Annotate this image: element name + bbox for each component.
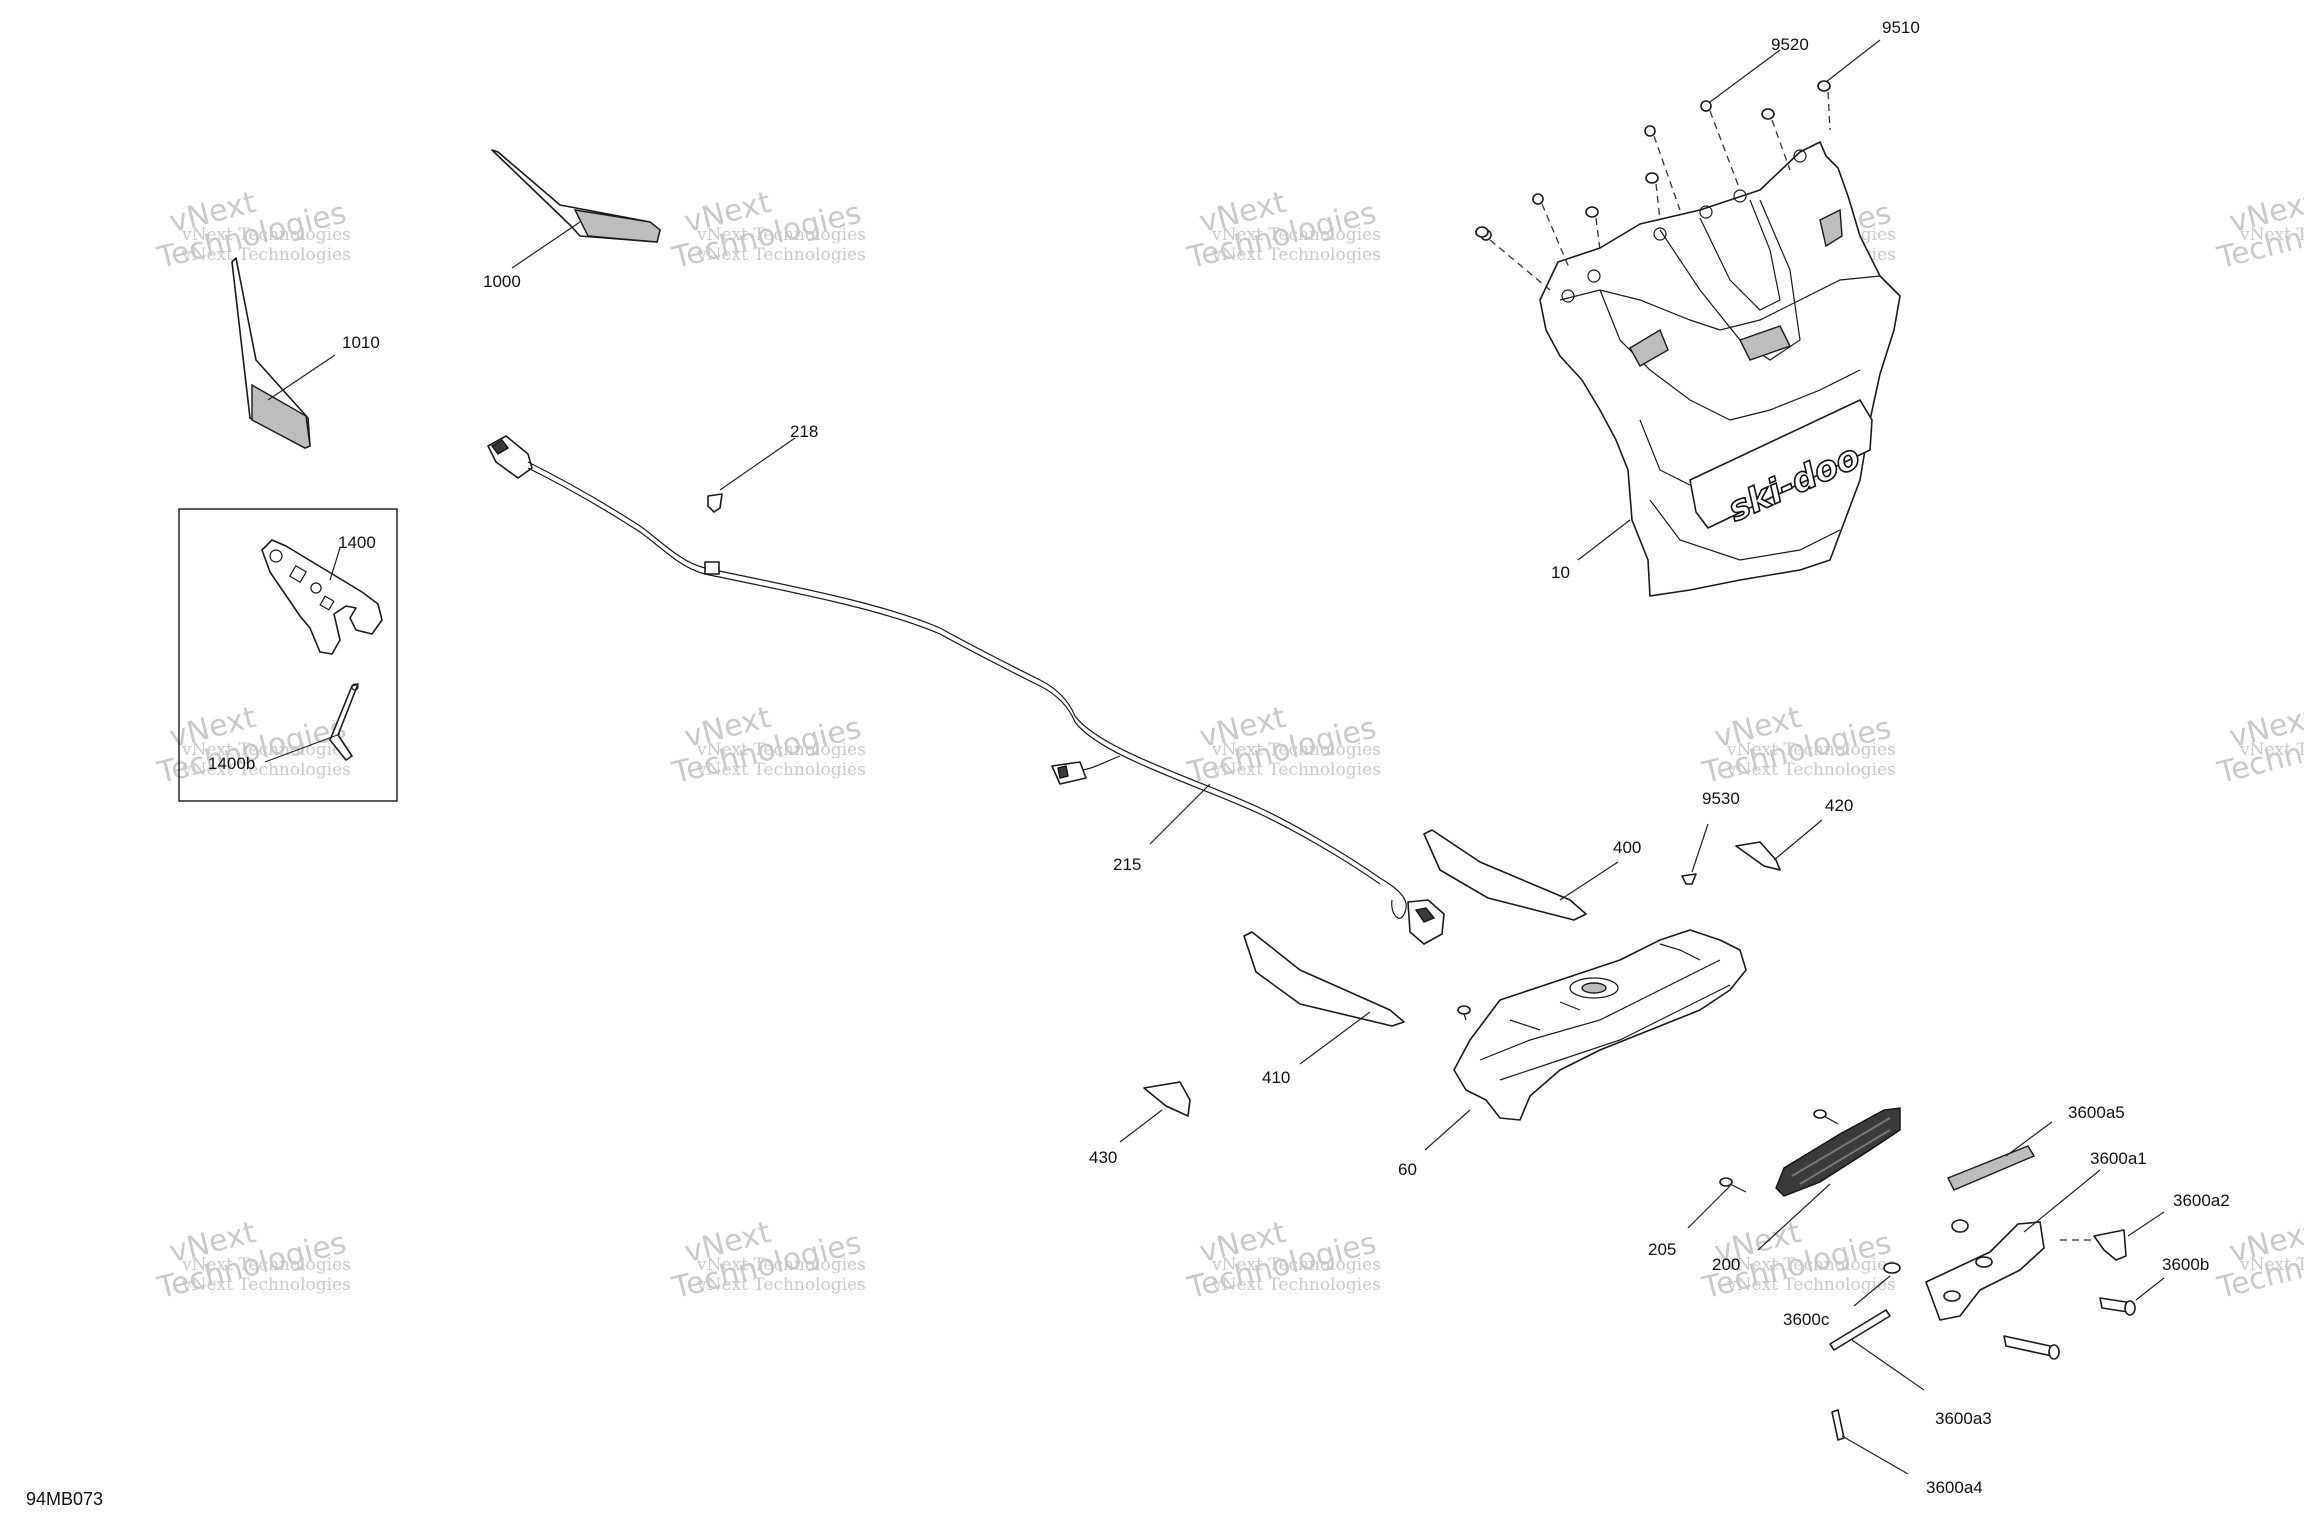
watermark-text: vNext Technologies bbox=[696, 245, 866, 265]
callout-1400b: 1400b bbox=[208, 754, 255, 773]
part-9510-washers[interactable] bbox=[1475, 39, 1881, 251]
housing-screw[interactable] bbox=[1457, 1005, 1471, 1021]
watermark-text: vNext Technologies bbox=[181, 225, 351, 245]
diagram-code: 94MB073 bbox=[26, 1489, 103, 1509]
watermark-text: vNext Technologies bbox=[1726, 740, 1896, 760]
callout-60: 60 bbox=[1398, 1160, 1417, 1179]
part-215-wiring-harness[interactable] bbox=[487, 435, 1445, 945]
part-9530-rivet[interactable] bbox=[1681, 823, 1709, 885]
watermark-text: vNext Technologies bbox=[1211, 740, 1381, 760]
watermark-text: vNext Technologies bbox=[1726, 1255, 1896, 1275]
callout-205: 205 bbox=[1648, 1240, 1676, 1259]
watermark-text: vNext Technologies bbox=[696, 760, 866, 780]
callout-3600b: 3600b bbox=[2162, 1255, 2209, 1274]
part-3600a5-reflector-strip[interactable] bbox=[1947, 1121, 2053, 1191]
watermark-text: vNext Technologies bbox=[1211, 760, 1381, 780]
callout-430: 430 bbox=[1089, 1148, 1117, 1167]
part-1010-decal[interactable] bbox=[231, 257, 336, 449]
watermark: vNext Technologies bbox=[2213, 700, 2304, 791]
callout-3600a5: 3600a5 bbox=[2068, 1103, 2125, 1122]
part-205-screws[interactable] bbox=[1687, 1109, 1839, 1229]
callout-1400: 1400 bbox=[338, 533, 376, 552]
callout-410: 410 bbox=[1262, 1068, 1290, 1087]
part-1000-decal[interactable] bbox=[491, 149, 661, 269]
part-3600c-nut[interactable] bbox=[1853, 1262, 1901, 1307]
watermark-text: vNext Technologies bbox=[2239, 1255, 2304, 1275]
callout-1010: 1010 bbox=[342, 333, 380, 352]
part-1400-wrench[interactable] bbox=[261, 539, 383, 655]
callout-218: 218 bbox=[790, 422, 818, 441]
callout-3600a3: 3600a3 bbox=[1935, 1409, 1992, 1428]
watermark: vNext Technologies bbox=[2213, 185, 2304, 276]
part-3600a4-pin[interactable] bbox=[1831, 1409, 1909, 1475]
watermark: vNext Technologies bbox=[1698, 1215, 1894, 1306]
part-410-reflector[interactable] bbox=[1243, 931, 1405, 1065]
part-400-reflector[interactable] bbox=[1423, 829, 1619, 921]
watermark-text: vNext Technologies bbox=[1211, 225, 1381, 245]
watermark-text: vNext Technologies bbox=[181, 245, 351, 265]
callout-400: 400 bbox=[1613, 838, 1641, 857]
watermark: vNext Technologies bbox=[1183, 185, 1379, 276]
part-nut[interactable] bbox=[1951, 1219, 1969, 1233]
callout-3600a4: 3600a4 bbox=[1926, 1478, 1983, 1497]
callout-215: 215 bbox=[1113, 855, 1141, 874]
watermark: vNext Technologies bbox=[2213, 1215, 2304, 1306]
callout-420: 420 bbox=[1825, 796, 1853, 815]
part-3600a1-bracket[interactable] bbox=[1925, 1169, 2101, 1321]
callout-3600a2: 3600a2 bbox=[2173, 1191, 2230, 1210]
watermark-text: vNext Technologies bbox=[1211, 1255, 1381, 1275]
watermark-layer: vNext Technologies vNext Technologies vN… bbox=[153, 185, 2304, 1306]
callout-9510: 9510 bbox=[1882, 18, 1920, 37]
callout-200: 200 bbox=[1712, 1255, 1740, 1274]
part-3600a3-pin[interactable] bbox=[1829, 1309, 1925, 1391]
part-3600b-bolt[interactable] bbox=[2099, 1277, 2165, 1316]
callout-9530: 9530 bbox=[1702, 789, 1740, 808]
watermark-text: vNext Technologies bbox=[2239, 225, 2304, 245]
watermark-text: vNext Technologies bbox=[696, 1255, 866, 1275]
watermark-text: vNext Technologies bbox=[696, 740, 866, 760]
callout-9520: 9520 bbox=[1771, 35, 1809, 54]
callout-3600a1: 3600a1 bbox=[2090, 1149, 2147, 1168]
watermark-text: vNext Technologies bbox=[696, 1275, 866, 1295]
part-200-tail-lamp[interactable] bbox=[1757, 1107, 1901, 1251]
watermark-text: vNext Technologies bbox=[181, 760, 351, 780]
watermark-text: vNext Technologies bbox=[1211, 1275, 1381, 1295]
part-218-clip[interactable] bbox=[707, 437, 796, 513]
callout-3600c: 3600c bbox=[1783, 1310, 1830, 1329]
part-60-taillight-housing[interactable] bbox=[1424, 929, 1747, 1151]
watermark-text: vNext Technologies bbox=[2239, 740, 2304, 760]
callout-10: 10 bbox=[1551, 563, 1570, 582]
watermark-text: vNext Technologies bbox=[1726, 760, 1896, 780]
tool-kit-box bbox=[178, 508, 398, 802]
watermark-text: vNext Technologies bbox=[181, 1255, 351, 1275]
part-10-rear-panel[interactable]: ski-doo bbox=[1539, 141, 1901, 597]
part-420-reflector[interactable] bbox=[1735, 819, 1823, 871]
watermark-text: vNext Technologies bbox=[181, 740, 351, 760]
watermark-text: vNext Technologies bbox=[1726, 1275, 1896, 1295]
watermark: vNext Technologies bbox=[668, 1215, 864, 1306]
callout-1000: 1000 bbox=[483, 272, 521, 291]
part-3600a2-clip[interactable] bbox=[2060, 1211, 2165, 1261]
watermark-text: vNext Technologies bbox=[181, 1275, 351, 1295]
part-1400b-hex-key[interactable] bbox=[264, 683, 359, 763]
part-bolt[interactable] bbox=[2003, 1335, 2060, 1360]
watermark-text: vNext Technologies bbox=[696, 225, 866, 245]
part-430-reflector[interactable] bbox=[1119, 1081, 1191, 1143]
watermark-text: vNext Technologies bbox=[1211, 245, 1381, 265]
